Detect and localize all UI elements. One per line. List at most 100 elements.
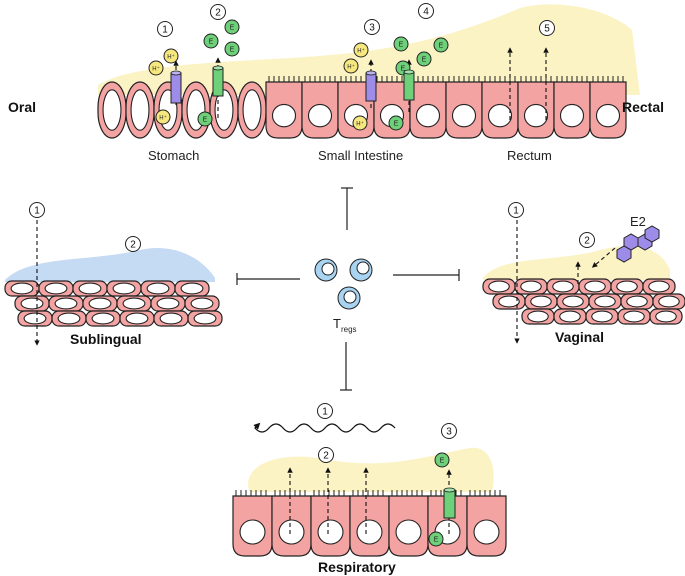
respiratory-label: Respiratory [318, 559, 396, 575]
cell-nucleus [616, 280, 638, 293]
epithelial-cell [265, 76, 303, 139]
step-number-marker: 1 [317, 403, 333, 419]
epithelial-cell [445, 76, 483, 139]
epithelial-cell [82, 295, 118, 312]
epithelial-cell [85, 310, 121, 327]
molecule-circle [428, 531, 444, 547]
epithelial-cell [649, 308, 683, 325]
epithelial-cell [588, 293, 622, 310]
microvilli [556, 76, 588, 82]
treg-label: Tregs [333, 316, 357, 334]
cell-nucleus [594, 295, 616, 308]
e2-molecule-icon [616, 225, 660, 263]
cell-nucleus [193, 312, 217, 325]
step-number-marker: 2 [125, 236, 141, 252]
cell-nucleus [23, 312, 47, 325]
epithelial-cell [97, 81, 127, 139]
cell-nucleus [146, 282, 170, 295]
epithelial-cell [620, 293, 654, 310]
epithelial-cell [589, 76, 627, 139]
molecule-circle [393, 36, 409, 52]
epithelial-cell [187, 310, 223, 327]
estrogen-molecule: E [224, 19, 240, 35]
molecule-label: E [209, 39, 214, 46]
cell-nucleus [54, 297, 78, 310]
proton-molecule: H⁺ [163, 48, 179, 64]
sublingual-label: Sublingual [70, 331, 142, 347]
epithelial-cell [17, 310, 53, 327]
proton-molecule: H⁺ [353, 42, 369, 58]
microvilli [412, 76, 444, 82]
cell-nucleus [159, 312, 183, 325]
cell-nucleus [591, 310, 613, 323]
estrogen-molecule: E [434, 452, 450, 468]
exhale-wavy-arrow [253, 422, 396, 433]
cell-nucleus [623, 310, 645, 323]
cell-nucleus [307, 103, 333, 128]
cell-nucleus [78, 282, 102, 295]
proton-molecule: H⁺ [148, 60, 164, 76]
step-number: 3 [446, 427, 452, 438]
cell-nucleus [57, 312, 81, 325]
molecule-label: H⁺ [356, 121, 364, 128]
molecule-circle [343, 58, 359, 74]
molecule-label: E [440, 458, 445, 465]
epithelial-cell [349, 490, 390, 557]
step-number: 2 [584, 236, 590, 247]
respiratory-epithelium [232, 490, 507, 557]
epithelial-cell [642, 278, 676, 295]
epithelial-cell [119, 310, 155, 327]
microvilli [391, 490, 423, 496]
molecule-circle [352, 115, 368, 131]
molecule-label: H⁺ [357, 48, 365, 55]
molecule-circle [203, 33, 219, 49]
microvilli [268, 76, 300, 82]
molecule-label: H⁺ [347, 64, 355, 71]
cell-nucleus [102, 89, 122, 131]
epithelial-cell [271, 490, 312, 557]
cell-nucleus [451, 103, 477, 128]
microvilli [304, 76, 336, 82]
estrogen-channel-intestine [403, 69, 415, 101]
estrogen-molecule: E [224, 41, 240, 57]
vaginal-mucus-layer [483, 246, 670, 280]
cell-nucleus [473, 519, 500, 545]
step-number-marker: 2 [579, 232, 595, 248]
cell-nucleus [112, 282, 136, 295]
step-number-marker: 3 [364, 19, 380, 35]
step-number-marker: 5 [539, 20, 555, 36]
epithelial-cell [184, 295, 220, 312]
epithelial-cell [578, 278, 612, 295]
step-number-marker: 1 [29, 202, 45, 218]
step-number-marker: 1 [508, 202, 524, 218]
estrogen-channel-respiratory [443, 487, 456, 519]
epithelial-cell [232, 490, 273, 557]
molecule-circle [224, 41, 240, 57]
cell-nucleus [523, 103, 549, 128]
step-number: 1 [162, 25, 168, 36]
microvilli [352, 490, 384, 496]
epithelial-cell [301, 76, 339, 139]
step-circle [441, 423, 457, 439]
cell-nucleus [655, 310, 677, 323]
epithelial-cell [553, 76, 591, 139]
step-circle [157, 21, 173, 37]
epithelial-cell [652, 293, 685, 310]
step-number-marker: 2 [210, 4, 226, 20]
estrogen-molecule: E [433, 37, 449, 53]
molecule-label: H⁺ [167, 54, 175, 61]
epithelial-cell [38, 280, 74, 297]
proton-molecule: H⁺ [155, 109, 171, 125]
rectal-label: Rectal [622, 99, 664, 115]
cell-nucleus [552, 280, 574, 293]
molecule-circle [353, 42, 369, 58]
microvilli [469, 490, 501, 496]
cell-nucleus [356, 519, 383, 545]
proton-molecule: H⁺ [352, 115, 368, 131]
cell-nucleus [487, 103, 513, 128]
step-number: 3 [369, 23, 375, 34]
molecule-circle [416, 51, 432, 67]
molecule-label: E [230, 25, 235, 32]
